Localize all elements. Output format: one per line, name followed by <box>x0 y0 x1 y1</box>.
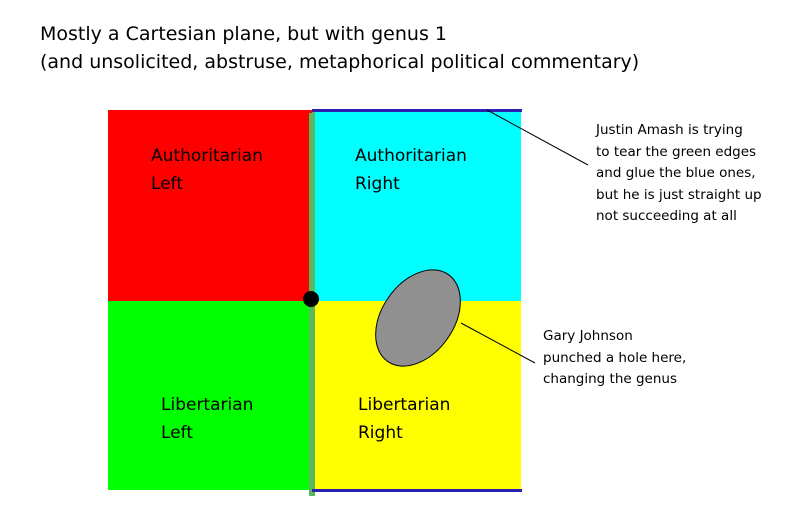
label-authoritarian-right: Authoritarian Right <box>355 146 467 194</box>
label-authoritarian-left: Authoritarian Left <box>151 146 263 194</box>
annotation-justin-amash: Justin Amash is trying to tear the green… <box>596 122 762 224</box>
title-line-2: (and unsolicited, abstruse, metaphorical… <box>40 51 640 73</box>
title-line-1: Mostly a Cartesian plane, but with genus… <box>40 23 447 45</box>
annotation-gary-johnson: Gary Johnson punched a hole here, changi… <box>543 328 687 387</box>
quadrant-libertarian-left <box>108 301 312 490</box>
genus-hole <box>375 269 461 367</box>
quadrant-authoritarian-left <box>108 111 312 301</box>
blue-edge-bottom <box>312 489 522 492</box>
diagram-title: Mostly a Cartesian plane, but with genus… <box>40 20 639 76</box>
label-libertarian-right: Libertarian Right <box>358 395 451 443</box>
green-edge-top <box>108 110 312 113</box>
label-libertarian-left: Libertarian Left <box>161 395 254 443</box>
johnson-pointer-line <box>460 322 536 364</box>
quadrant-authoritarian-right <box>312 111 521 301</box>
blue-edge-top <box>312 109 522 112</box>
amash-pointer-line <box>486 109 589 166</box>
origin-point <box>303 291 319 307</box>
